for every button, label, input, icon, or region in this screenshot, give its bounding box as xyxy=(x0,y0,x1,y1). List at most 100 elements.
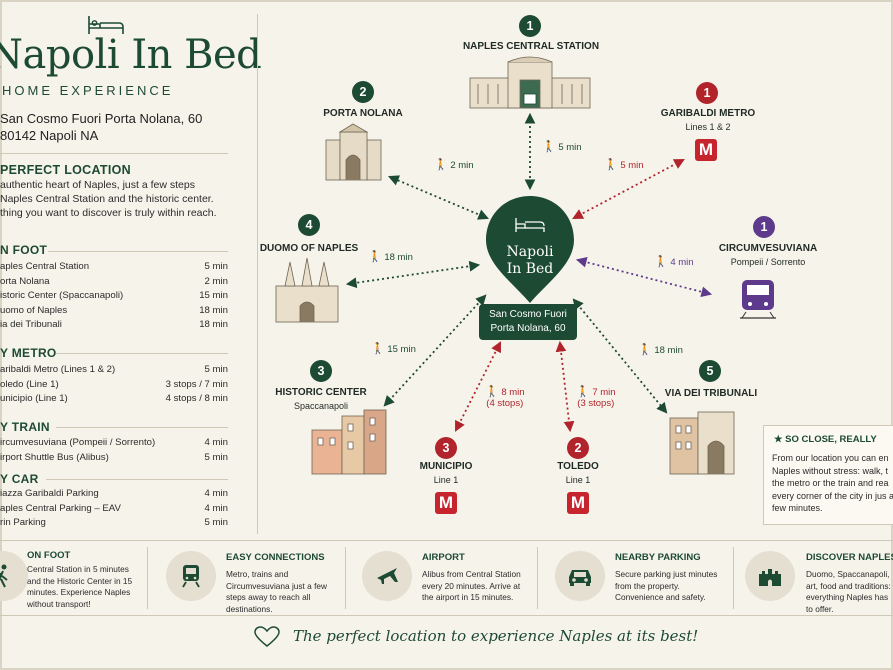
by-train-title: Y TRAIN xyxy=(0,420,50,434)
route-toledo xyxy=(555,340,575,433)
perfect-location-text: authentic heart of Naples, just a few st… xyxy=(0,179,217,219)
so-close-text: From our location you can en Naples with… xyxy=(772,453,893,513)
dest-title-toledo: TOLEDO xyxy=(557,461,599,472)
divider xyxy=(48,251,228,252)
list-item: aribaldi Metro (Lines 1 & 2)5 min xyxy=(0,364,228,375)
porta-nolana-illustration xyxy=(325,123,382,181)
dest-sub-historic: Spaccanapoli xyxy=(293,401,349,411)
route-tribunali xyxy=(572,298,668,414)
central-station-illustration xyxy=(469,56,591,109)
so-close-box: ★ SO CLOSE, REALLY From our location you… xyxy=(763,425,893,525)
dest-number-badge: 1 xyxy=(696,82,718,104)
list-item: irport Shuttle Bus (Alibus)5 min xyxy=(0,451,228,463)
time-circumvesuviana: 🚶 4 min xyxy=(654,256,694,268)
location-pin-icon xyxy=(486,196,574,303)
train-icon xyxy=(166,551,216,601)
dest-number-badge: 2 xyxy=(567,437,589,459)
time-duomo: 🚶 18 min xyxy=(368,251,413,263)
divider xyxy=(0,153,228,154)
divider xyxy=(345,547,346,609)
list-item: unicipio (Line 1)4 stops / 8 min xyxy=(0,393,228,404)
dest-number-badge: 1 xyxy=(519,15,541,37)
feature-text: Duomo, Spaccanapoli, art, food and tradi… xyxy=(806,569,891,614)
center-address-label: San Cosmo Fuori Porta Nolana, 60 xyxy=(479,304,577,340)
metro-icon: M xyxy=(695,139,717,161)
dest-sub-municipio: Line 1 xyxy=(433,475,459,485)
dest-sub-circumvesuviana: Pompeii / Sorrento xyxy=(730,257,806,267)
so-close-title: ★ SO CLOSE, REALLY xyxy=(774,434,877,445)
route-porta-nolana xyxy=(388,175,489,220)
dest-title-porta-nolana: PORTA NOLANA xyxy=(323,108,403,119)
feature-title: AIRPORT xyxy=(422,552,465,563)
plane-icon xyxy=(362,551,412,601)
address-line-1: San Cosmo Fuori Porta Nolana, 60 xyxy=(0,111,203,126)
time-porta-nolana: 🚶 2 min xyxy=(434,159,474,171)
route-duomo xyxy=(345,260,481,289)
route-map xyxy=(275,56,776,475)
divider xyxy=(56,353,228,354)
time-central-station: 🚶 5 min xyxy=(542,141,582,153)
walking-icon: 🚶 xyxy=(604,159,618,171)
bed-logo-icon xyxy=(88,16,124,34)
star-icon: ★ xyxy=(774,434,783,445)
divider xyxy=(46,479,228,480)
on-foot-title: N FOOT xyxy=(0,243,48,257)
walking-icon: 🚶 xyxy=(638,344,652,356)
dest-title-tribunali: VIA DEI TRIBUNALI xyxy=(664,388,758,399)
time-historic: 🚶 15 min xyxy=(371,343,416,355)
time-municipio: 🚶 8 min(4 stops) xyxy=(485,386,525,409)
feature-title: ON FOOT xyxy=(27,550,71,561)
dest-title-duomo: DUOMO OF NAPLES xyxy=(259,243,359,254)
historic-center-illustration xyxy=(311,409,387,475)
by-train-list: ircumvesuviana (Pompeii / Sorrento)4 min… xyxy=(0,436,228,465)
dest-title-circumvesuviana: CIRCUMVESUVIANA xyxy=(718,243,818,254)
dest-title-historic: HISTORIC CENTER xyxy=(275,387,367,398)
dest-title-garibaldi: GARIBALDI METRO xyxy=(660,108,756,119)
route-municipio xyxy=(455,341,501,432)
heart-icon xyxy=(254,626,280,647)
dest-number-badge: 3 xyxy=(310,360,332,382)
pin-label: Napoli In Bed xyxy=(506,244,554,277)
by-car-title: Y CAR xyxy=(0,472,39,486)
castle-icon xyxy=(745,551,795,601)
divider xyxy=(56,427,228,428)
address-line-2: 80142 Napoli NA xyxy=(0,128,99,143)
circumvesuviana-train-illustration xyxy=(740,280,776,319)
feature-text: Alibus from Central Station every 20 min… xyxy=(422,569,521,602)
dest-sub-toledo: Line 1 xyxy=(565,475,591,485)
divider xyxy=(537,547,538,609)
time-toledo: 🚶 7 min(3 stops) xyxy=(576,386,616,409)
walking-icon: 🚶 xyxy=(542,141,556,153)
walking-icon: 🚶 xyxy=(485,386,499,398)
walking-icon: 🚶 xyxy=(368,251,382,263)
list-item: oledo (Line 1)3 stops / 7 min xyxy=(0,378,228,390)
dest-title-central-station: NAPLES CENTRAL STATION xyxy=(462,41,600,52)
dest-number-badge: 5 xyxy=(699,360,721,382)
walking-icon: 🚶 xyxy=(576,386,590,398)
dest-number-badge: 4 xyxy=(298,214,320,236)
list-item: istoric Center (Spaccanapoli)15 min xyxy=(0,290,228,301)
perfect-location-title: PERFECT LOCATION xyxy=(0,163,131,177)
dest-number-badge: 2 xyxy=(352,81,374,103)
tribunali-illustration xyxy=(669,411,735,475)
metro-icon: M xyxy=(435,492,457,514)
by-metro-title: Y METRO xyxy=(0,346,57,360)
features-band xyxy=(0,540,893,616)
feature-text: Metro, trains and Circumvesuviana just a… xyxy=(226,569,327,614)
time-tribunali: 🚶 18 min xyxy=(638,344,683,356)
route-garibaldi xyxy=(572,158,685,220)
car-icon xyxy=(555,551,605,601)
dest-sub-garibaldi: Lines 1 & 2 xyxy=(685,122,731,132)
duomo-illustration xyxy=(275,257,339,323)
list-item: ircumvesuviana (Pompeii / Sorrento)4 min xyxy=(0,437,228,448)
footer-tagline: The perfect location to experience Naple… xyxy=(293,627,699,645)
metro-icon: M xyxy=(567,492,589,514)
